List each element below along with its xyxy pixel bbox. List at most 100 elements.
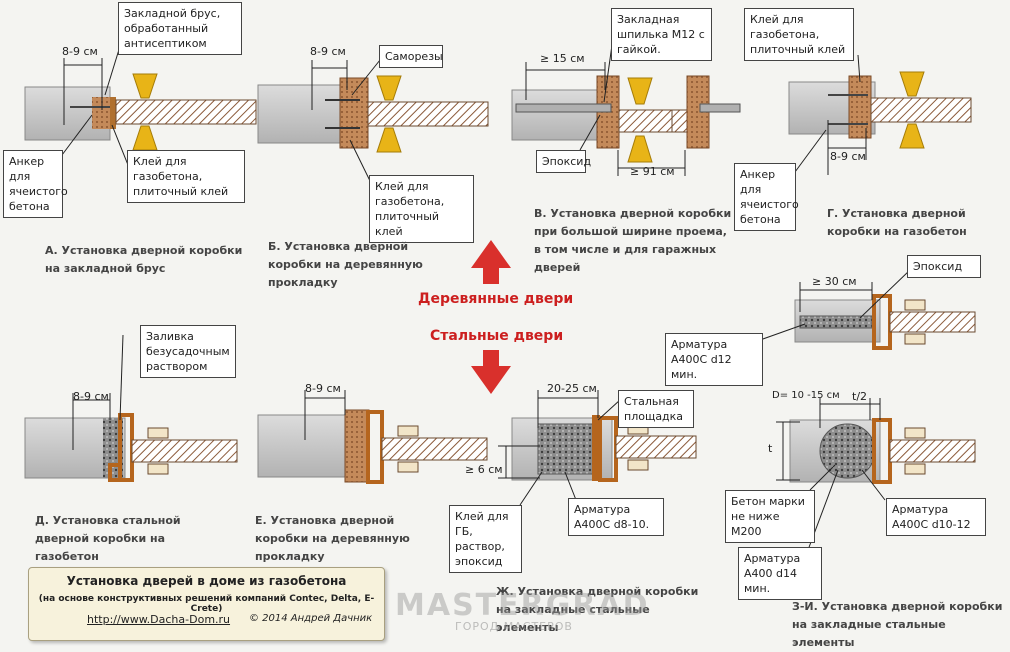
glue-layer: [110, 97, 116, 129]
dim-v-top: ≥ 15 см: [540, 52, 585, 65]
wedge-top: [899, 71, 925, 97]
section-wood-doors: Деревянные двери: [418, 291, 574, 307]
caption-zi: З-И. Установка дверной коробки на заклад…: [792, 600, 1003, 649]
door-leaf: [131, 439, 238, 463]
diagram-b: [257, 59, 489, 186]
footer-scroll: Установка дверей в доме из газобетона (н…: [28, 567, 385, 641]
hinge: [147, 463, 169, 475]
dim-zi-d: D= 10 -15 см: [772, 390, 840, 401]
leader-line: [861, 469, 886, 501]
door-leaf: [615, 435, 697, 459]
hinge: [627, 459, 649, 471]
callout-zi-rebar-bottom: Арматура А400 d14 мин.: [738, 547, 822, 600]
diagram-e: [257, 390, 488, 484]
hinge: [397, 425, 419, 437]
callout-b-glue: Клей для газобетона, плиточный клей: [369, 175, 474, 243]
leader-line: [519, 471, 543, 506]
section-steel-doors: Стальные двери: [430, 328, 564, 344]
door-frame-left: [618, 109, 675, 133]
steel-frame: [366, 410, 384, 484]
leader-line: [859, 269, 911, 319]
callout-d-grout: Заливка безусадочным раствором: [140, 325, 236, 378]
caption-a: А. Установка дверной коробки на закладно…: [45, 244, 243, 275]
footer-title: Установка дверей в доме из газобетона: [66, 574, 347, 588]
door-frame-right: [671, 109, 688, 133]
steel-frame: [598, 416, 618, 482]
wedge-bottom: [376, 127, 402, 153]
hinge: [904, 463, 926, 475]
callout-zi-epoxy: Эпоксид: [907, 255, 981, 278]
leader-line: [809, 464, 836, 491]
wedge-bottom: [132, 125, 158, 151]
dim-b: 8-9 см: [310, 45, 346, 58]
callout-zh-plate: Стальная площадка: [618, 390, 694, 428]
caption-g: Г. Установка дверной коробки на газобето…: [827, 207, 967, 238]
callout-zh-rebar: Арматура А400С d8-10.: [568, 498, 664, 536]
watermark-tagline: ГОРОД МАСТЕРОВ: [455, 620, 573, 633]
arrow-up: [471, 240, 511, 284]
wedge-top: [627, 77, 653, 105]
leader-line: [351, 59, 381, 96]
dim-zi-t2: t/2: [852, 390, 868, 403]
callout-zi-rebar-right: Арматура А400С d10-12: [886, 498, 986, 536]
steel-frame: [872, 418, 892, 484]
aerated-concrete-wall: [257, 414, 359, 478]
threaded-stud-right: [699, 103, 741, 113]
dim-zi-t: t: [768, 442, 773, 455]
footer-url-link[interactable]: http://www.Dacha-Dom.ru: [87, 613, 231, 626]
diagram-d: [24, 334, 238, 482]
callout-a-bar: Закладной брус, обработанный антисептико…: [118, 2, 242, 55]
leader-line: [111, 124, 129, 166]
dim-g: 8-9 см: [830, 150, 866, 163]
diagram-zi-top: [759, 269, 976, 350]
diagram-zh: [498, 390, 697, 506]
caption-e: Е. Установка дверной коробки на деревянн…: [255, 514, 410, 563]
steel-frame: [108, 413, 134, 482]
hinge: [904, 299, 926, 311]
leader-line: [759, 323, 806, 341]
callout-g-anchor: Анкер для ячеистого бетона: [734, 163, 799, 231]
door-frame: [115, 99, 257, 125]
door-leaf: [381, 437, 488, 461]
callout-b-screws: Саморезы: [379, 45, 443, 68]
footer-copyright: © 2014 Андрей Дачник: [249, 613, 373, 624]
leader-line: [579, 114, 601, 151]
watermark-brand: MASTERGRAD: [395, 588, 650, 623]
wedge-bottom: [627, 135, 653, 163]
hinge: [397, 461, 419, 473]
callout-zi-concrete: Бетон марки не ниже М200: [725, 490, 815, 543]
caption-d: Д. Установка стальной дверной коробки на…: [35, 514, 181, 563]
callout-v-epoxy: Эпоксид: [536, 150, 591, 173]
caption-zh: Ж. Установка дверной коробки на закладны…: [496, 585, 699, 634]
dim-e: 8-9 см: [305, 382, 341, 395]
arrow-down: [471, 350, 511, 394]
section-arrows: [471, 240, 511, 394]
hinge: [147, 427, 169, 439]
aerated-concrete-wall: [257, 84, 344, 144]
door-frame: [367, 101, 489, 127]
callout-zi-rebar-top: Арматура А400С d12 мин.: [665, 333, 763, 386]
concrete-plug: [819, 423, 876, 479]
callout-g-glue: Клей для газобетона, плиточный клей: [744, 8, 854, 61]
threaded-stud: [515, 103, 612, 113]
callout-v-stud: Закладная шпилька М12 с гайкой.: [611, 8, 712, 61]
door-leaf: [889, 311, 976, 333]
leader-line: [603, 44, 613, 103]
dim-zi-top: ≥ 30 см: [812, 275, 857, 288]
diagram-g: [788, 54, 972, 175]
leader-line: [794, 129, 827, 173]
callout-a-glue: Клей для газобетона, плиточный клей: [127, 150, 245, 203]
callout-a-anchor: Анкер для ячеистого бетона: [3, 150, 68, 218]
leader-line: [61, 114, 93, 156]
dim-zh-top: 20-25 см: [547, 382, 597, 395]
dim-d: 8-9 см: [73, 390, 109, 403]
steel-plate: [592, 415, 600, 481]
diagram-v: [511, 44, 741, 176]
steel-frame: [872, 294, 892, 350]
embedded-timber-bar: [92, 97, 110, 129]
door-leaf: [889, 439, 976, 463]
caption-v: В. Установка дверной коробки при большой…: [534, 207, 732, 274]
dim-v-bottom: ≥ 91 см: [630, 165, 675, 178]
dim-zh-left: ≥ 6 см: [465, 463, 503, 476]
